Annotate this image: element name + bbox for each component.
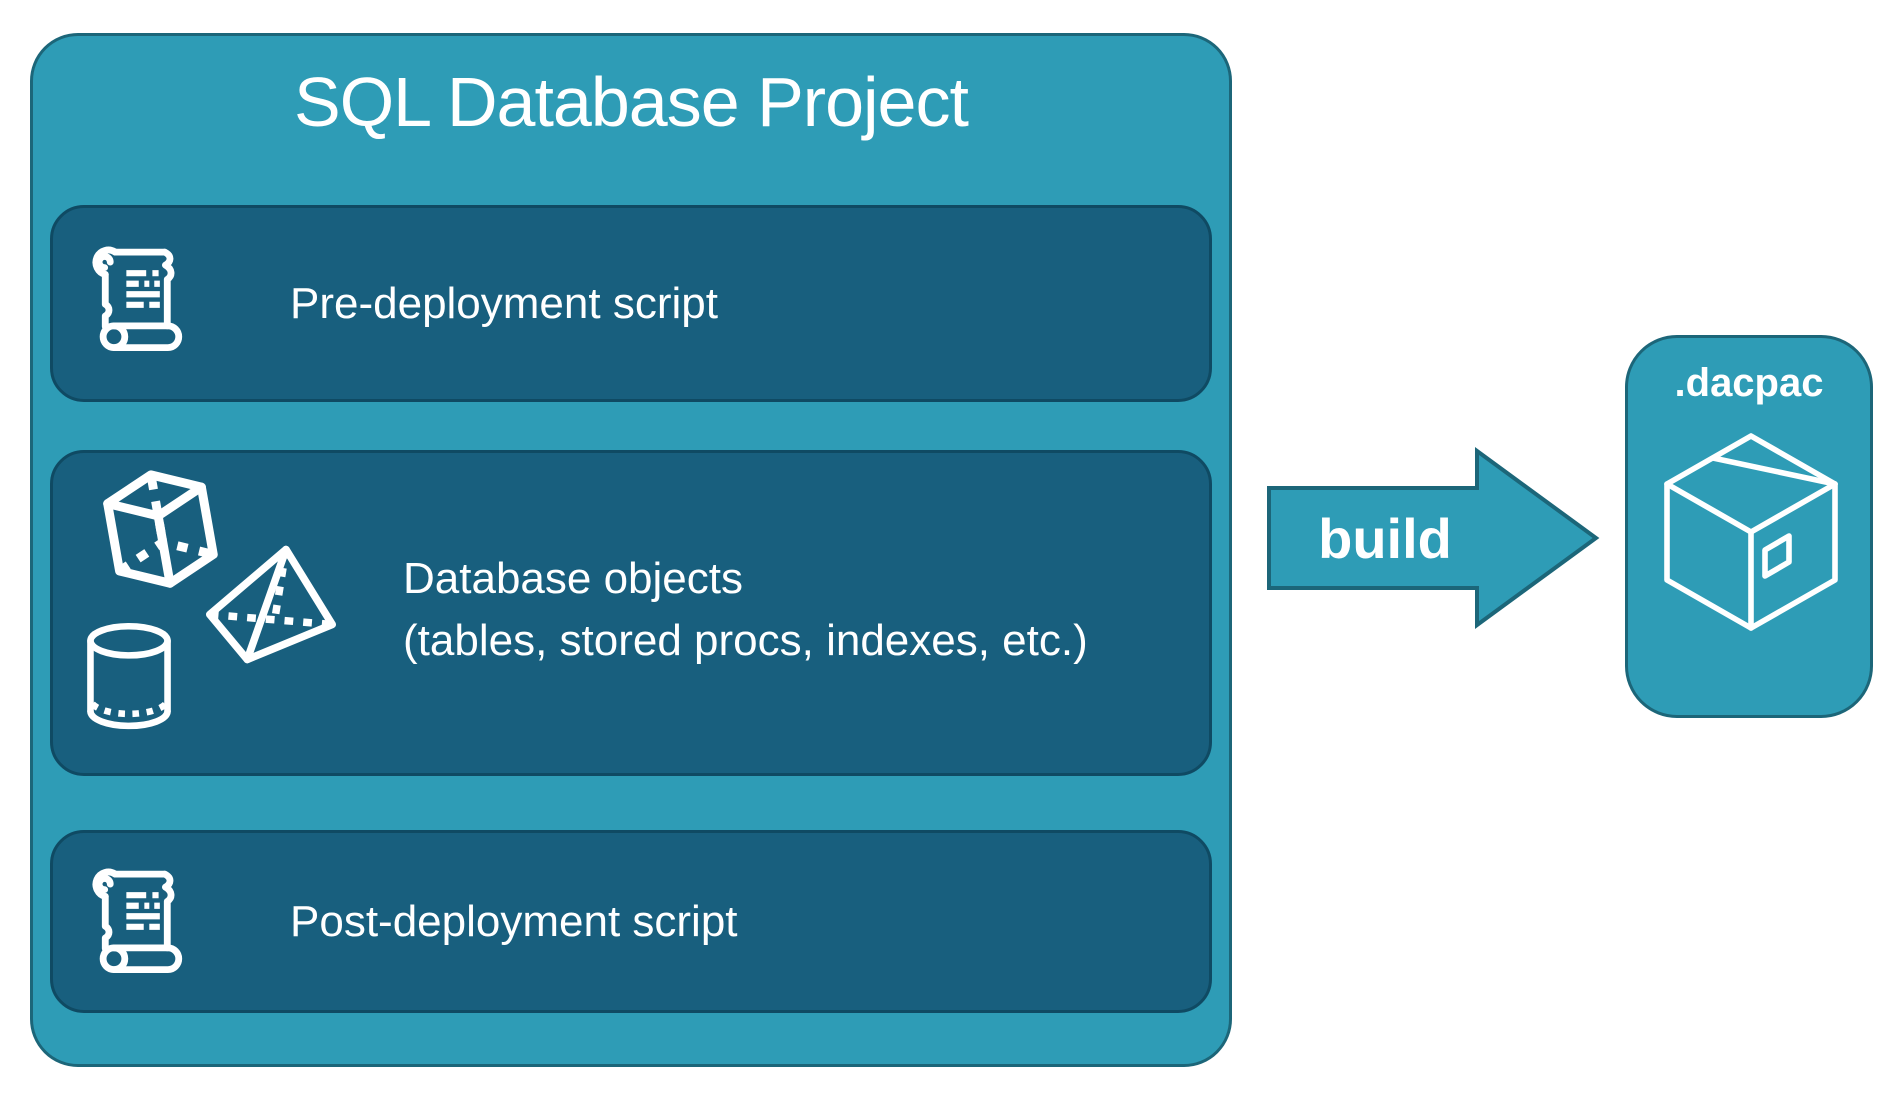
cylinder-icon: [87, 622, 171, 730]
build-arrow: [1267, 447, 1600, 629]
database-objects-sublabel: (tables, stored procs, indexes, etc.): [403, 616, 1088, 665]
pre-deployment-label: Pre-deployment script: [290, 278, 718, 328]
package-icon: [1664, 433, 1838, 631]
cube-icon: [103, 470, 218, 588]
build-arrow-label: build: [1318, 506, 1452, 570]
database-objects-label: Database objects: [403, 554, 743, 603]
post-deployment-row: [50, 830, 1212, 1013]
post-deployment-label: Post-deployment script: [290, 896, 738, 946]
scroll-icon: [92, 868, 183, 974]
database-objects-label-group: Database objects (tables, stored procs, …: [403, 548, 1088, 672]
page-title: SQL Database Project: [294, 63, 969, 141]
pre-deployment-row: [50, 205, 1212, 402]
database-objects-row: [50, 450, 1212, 776]
pyramid-icon: [206, 545, 336, 664]
scroll-icon: [92, 246, 183, 352]
dacpac-label: .dacpac: [1674, 361, 1824, 405]
